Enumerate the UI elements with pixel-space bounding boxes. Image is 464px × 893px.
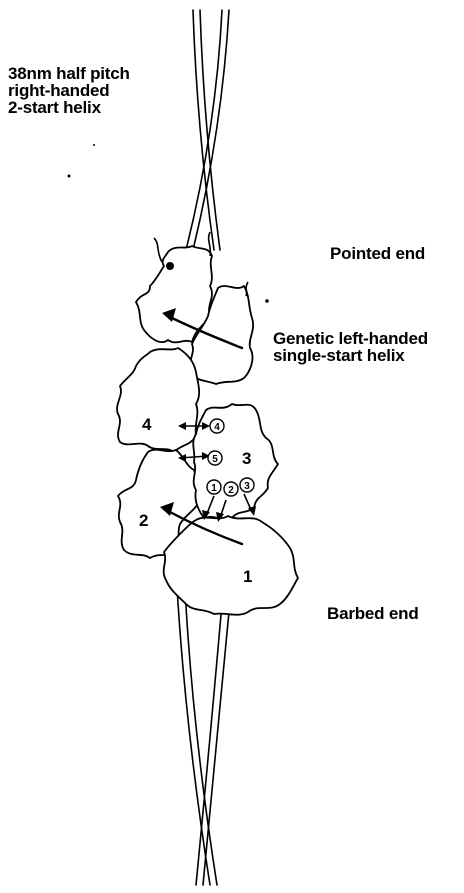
speck-3: [93, 144, 95, 146]
genetic-label-line-2: single-start helix: [273, 347, 428, 364]
site-2-label: 2: [228, 485, 234, 496]
top-strand-a1: [193, 10, 214, 250]
helix-label-line-3: 2-start helix: [8, 99, 130, 116]
subunit-1-label: 1: [243, 567, 252, 586]
subunit-3-blob: [193, 404, 278, 519]
speck-2: [265, 299, 269, 303]
subunit-2-label: 2: [139, 511, 148, 530]
subunit-4-label: 4: [142, 415, 152, 434]
site-1-label: 1: [211, 483, 217, 494]
speck-1: [68, 175, 71, 178]
top-left-tail: [154, 238, 162, 262]
helix-label: 38nm half pitch right-handed 2-start hel…: [8, 65, 130, 116]
subunit-1-blob: [164, 516, 298, 615]
site-5-label: 5: [212, 454, 218, 465]
helix-label-line-1: 38nm half pitch: [8, 65, 130, 82]
top-strand-b2: [193, 10, 229, 250]
genetic-helix-label: Genetic left-handed single-start helix: [273, 330, 428, 364]
site-4-label: 4: [214, 422, 220, 433]
helix-label-line-2: right-handed: [8, 82, 130, 99]
subunit-4-blob: [117, 348, 199, 452]
bottom-strand-a1: [176, 570, 210, 885]
top-left-dot: [166, 262, 174, 270]
subunit-3-label: 3: [242, 449, 251, 468]
barbed-end-label: Barbed end: [327, 605, 419, 622]
bottom-strand-b2: [203, 580, 232, 885]
genetic-label-line-1: Genetic left-handed: [273, 330, 428, 347]
site-3-label: 3: [244, 481, 250, 492]
pointed-end-label: Pointed end: [330, 245, 425, 262]
